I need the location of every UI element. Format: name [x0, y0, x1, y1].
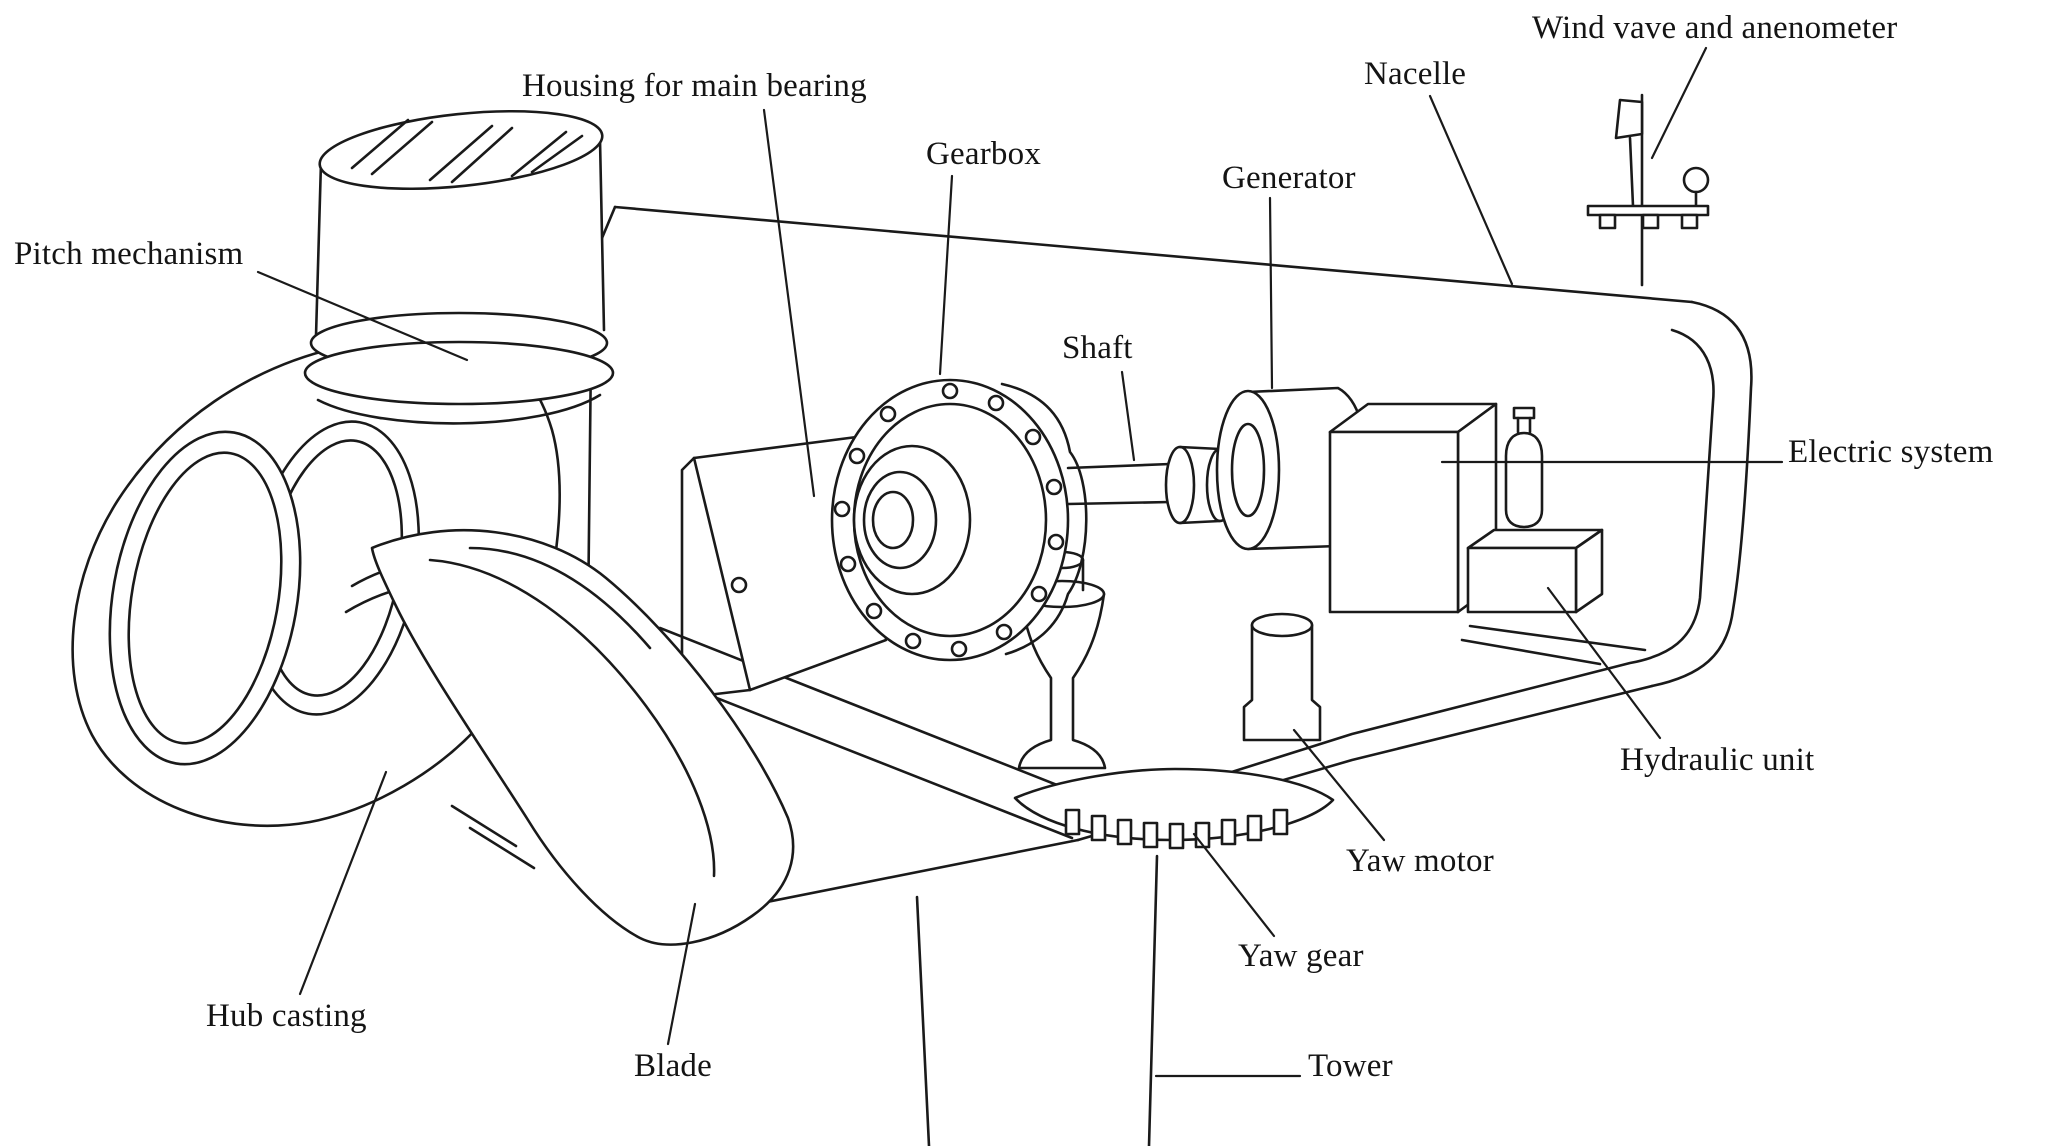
leader-yaw-motor: [1292, 728, 1386, 842]
shaft-drawing: [1066, 445, 1235, 525]
leader-lines: [256, 46, 1784, 1078]
electric-system-drawing: [1328, 402, 1498, 614]
leader-gearbox: [938, 174, 954, 376]
wind-vane-anemometer-drawing: [1586, 93, 1710, 287]
label-shaft: Shaft: [1062, 330, 1133, 366]
yaw-gear-drawing: [1013, 767, 1335, 850]
leader-generator: [1268, 196, 1274, 390]
label-yaw-motor: Yaw motor: [1346, 843, 1494, 879]
label-blade: Blade: [634, 1048, 712, 1084]
pitch-mechanism-drawing: [303, 109, 615, 425]
label-yaw-gear: Yaw gear: [1238, 938, 1364, 974]
label-electric-system: Electric system: [1788, 434, 1994, 470]
leader-hub-casting: [298, 770, 388, 996]
blade-drawing: [370, 528, 795, 946]
tower-right-line: [1147, 854, 1159, 1146]
label-nacelle: Nacelle: [1364, 56, 1467, 92]
gearbox-drawing: [830, 378, 1088, 662]
tower-left-line: [915, 895, 931, 1146]
leader-housing-main-bearing: [762, 108, 816, 498]
label-pitch-mechanism: Pitch mechanism: [14, 236, 244, 272]
label-generator: Generator: [1222, 160, 1356, 196]
yaw-motor-drawing: [1242, 612, 1322, 742]
leader-pitch-mechanism: [256, 270, 469, 362]
leader-yaw-gear: [1192, 832, 1276, 938]
leader-shaft: [1120, 370, 1136, 462]
label-hub-casting: Hub casting: [206, 998, 367, 1034]
hatch-lines: [350, 118, 584, 184]
label-housing-main-bearing: Housing for main bearing: [522, 68, 867, 104]
leader-hydraulic-unit: [1546, 586, 1662, 740]
leader-blade: [666, 902, 697, 1046]
tower-drawing: [915, 854, 1159, 1146]
label-tower: Tower: [1308, 1048, 1393, 1084]
hub-casting-drawing: [71, 346, 586, 828]
gearbox-bolts: [833, 382, 1065, 658]
leader-wind-vane: [1650, 46, 1708, 160]
label-hydraulic-unit: Hydraulic unit: [1620, 742, 1815, 778]
label-gearbox: Gearbox: [926, 136, 1042, 172]
label-wind-vane-anemometer: Wind vave and anenometer: [1532, 10, 1898, 46]
leader-nacelle: [1428, 94, 1514, 286]
